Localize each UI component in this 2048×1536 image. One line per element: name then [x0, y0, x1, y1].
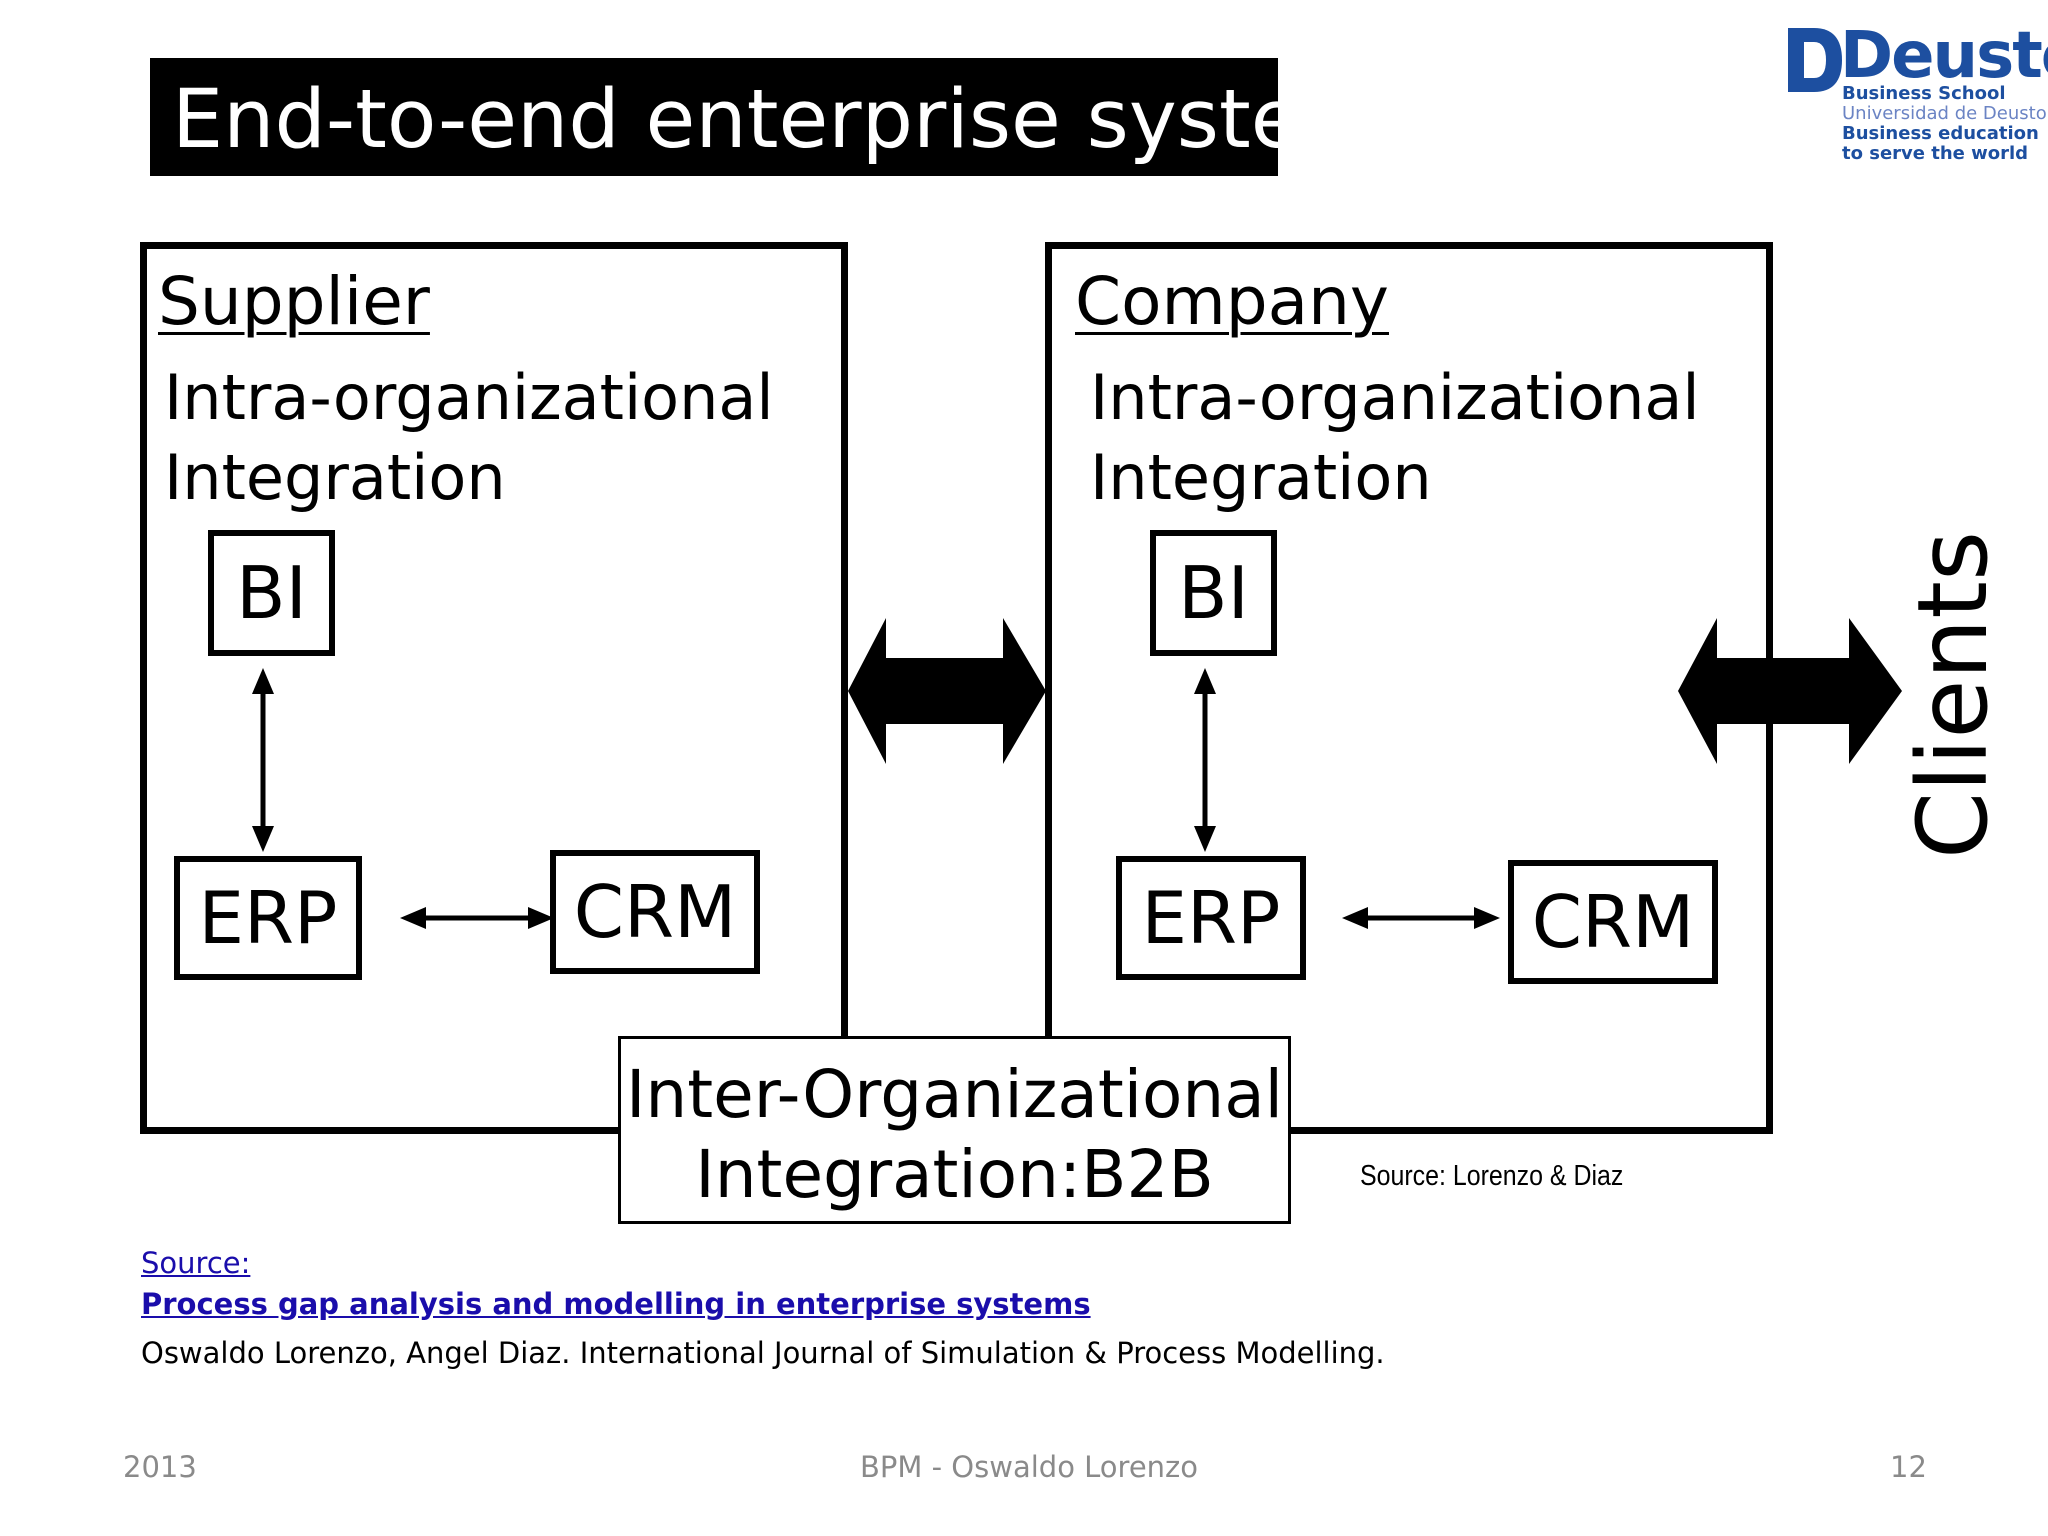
paper-title-link[interactable]: Process gap analysis and modelling in en…: [141, 1287, 1091, 1321]
logo-line-2: Universidad de Deusto: [1842, 103, 2047, 124]
supplier-intra-line1: Intra-organizational: [164, 361, 774, 434]
company-erp-label: ERP: [1141, 876, 1281, 960]
logo-line-3: Business education: [1842, 123, 2039, 144]
slide-title: End-to-end enterprise systems: [172, 73, 1422, 167]
supplier-bi-box: BI: [208, 530, 335, 656]
company-panel: [1045, 242, 1773, 1134]
supplier-bi-erp-arrow: [252, 668, 274, 852]
logo-line-4: to serve the world: [1842, 143, 2029, 164]
supplier-intra-line2: Integration: [164, 441, 506, 514]
supplier-bi-label: BI: [236, 551, 307, 635]
company-intra-line1: Intra-organizational: [1090, 361, 1700, 434]
logo-line-1: Business School: [1842, 83, 2006, 104]
supplier-erp-crm-arrow: [400, 907, 554, 929]
supplier-erp-box: ERP: [174, 856, 362, 980]
company-erp-box: ERP: [1116, 856, 1306, 980]
supplier-crm-box: CRM: [550, 850, 760, 974]
company-erp-crm-arrow: [1342, 907, 1500, 929]
supplier-erp-label: ERP: [198, 876, 338, 960]
company-crm-box: CRM: [1508, 860, 1718, 984]
reference-authors: Oswaldo Lorenzo, Angel Diaz. Internation…: [141, 1336, 1385, 1370]
company-bi-erp-arrow: [1194, 668, 1216, 852]
footer-page-number: 12: [1890, 1450, 1927, 1484]
company-clients-double-arrow: [1678, 618, 1902, 764]
deusto-logo-mark-icon: [1788, 28, 1842, 92]
source-link[interactable]: Source:: [141, 1246, 251, 1280]
company-bi-box: BI: [1150, 530, 1277, 656]
deusto-logo: [1780, 20, 2036, 170]
footer-year: 2013: [123, 1450, 197, 1484]
inter-line1: Inter-Organizational: [625, 1056, 1284, 1133]
company-crm-label: CRM: [1531, 880, 1695, 964]
supplier-crm-label: CRM: [573, 870, 737, 954]
footer-center: BPM - Oswaldo Lorenzo: [860, 1450, 1199, 1484]
diagram-source-note: Source: Lorenzo & Diaz: [1360, 1160, 1624, 1192]
inter-organizational-box: Inter-Organizational Integration:B2B: [618, 1036, 1291, 1224]
company-heading: Company: [1075, 263, 1389, 340]
clients-label: Clients: [1897, 531, 2009, 859]
logo-wordmark: Deusto: [1840, 19, 2048, 93]
supplier-heading: Supplier: [158, 263, 430, 340]
supplier-company-double-arrow: [848, 618, 1046, 764]
title-bar: [150, 58, 1278, 176]
inter-line2: Integration:B2B: [695, 1136, 1214, 1213]
company-bi-label: BI: [1178, 551, 1249, 635]
company-intra-line2: Integration: [1090, 441, 1432, 514]
